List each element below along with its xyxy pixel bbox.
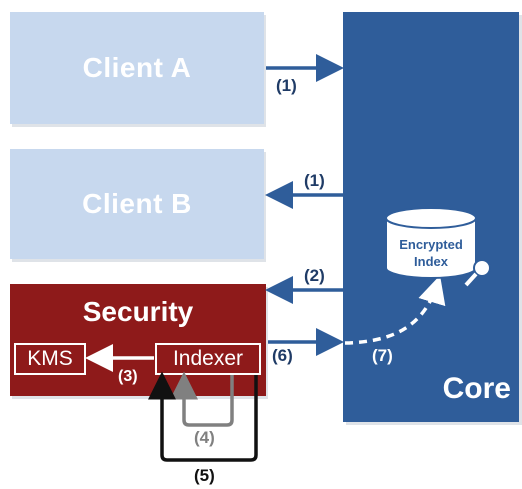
indexer-node: Indexer (155, 343, 261, 375)
security-label: Security (82, 296, 194, 327)
edge-label-5: (5) (194, 466, 215, 485)
edge-label-7: (7) (372, 346, 393, 365)
edge-label-1b: (1) (304, 171, 325, 190)
client-a-node: Client A (10, 12, 264, 124)
edge-label-4: (4) (194, 428, 215, 447)
magnifier-icon (464, 259, 491, 287)
loop-arrow-5 (148, 371, 258, 462)
encrypted-index-label: Encrypted Index (386, 236, 476, 270)
core-label: Core (442, 372, 511, 405)
encrypted-index-label-line2: Index (414, 254, 448, 269)
client-b-label: Client B (82, 188, 192, 219)
client-b-node: Client B (10, 149, 264, 259)
edge-label-1a: (1) (276, 76, 297, 95)
arrow-core-to-encrypted-index (344, 275, 446, 345)
edge-label-3: (3) (118, 368, 138, 385)
encrypted-index-database-icon (385, 207, 477, 279)
security-node: Security KMS Indexer (3) (10, 284, 266, 396)
encrypted-index-label-line1: Encrypted (399, 237, 463, 252)
loop-arrow-4 (170, 371, 234, 427)
edge-label-2: (2) (304, 266, 325, 285)
client-a-label: Client A (82, 52, 192, 83)
edge-label-6: (6) (272, 346, 293, 365)
